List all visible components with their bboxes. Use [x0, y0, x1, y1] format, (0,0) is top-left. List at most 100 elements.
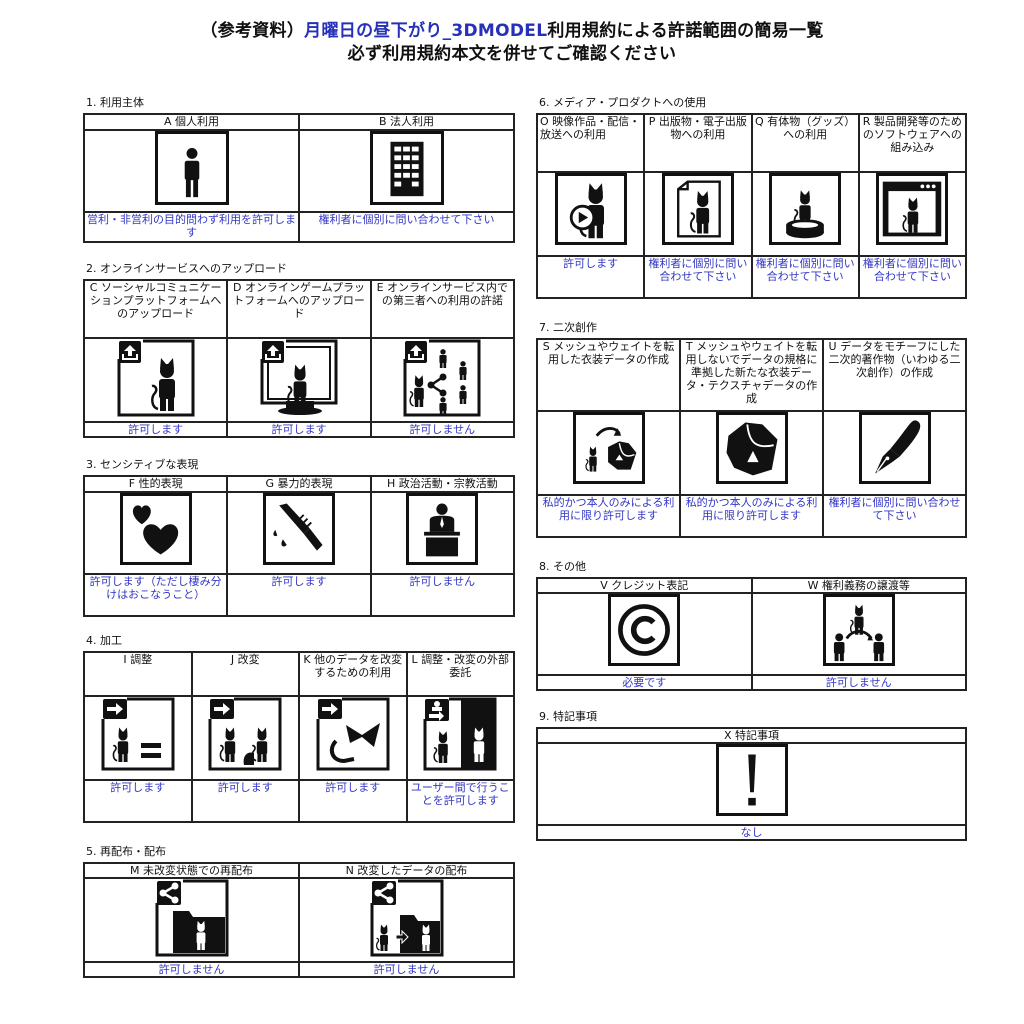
item-label-K: K 他のデータを改変するための利用 [298, 651, 408, 697]
section-processing: 4. 加工 I 調整 J 改変 K 他のデータを改変するための利用 L 調整・改… [83, 634, 515, 823]
item-result-B: 権利者に個別に問い合わせて下さい [298, 211, 515, 243]
software-window-icon [876, 173, 949, 245]
section-redistribution: 5. 再配布・配布 M 未改変状態での再配布 N 改変したデータの配布 許可しま… [83, 845, 515, 978]
item-result-W: 許可しません [750, 674, 967, 691]
permission-table: O 映像作品・配信・放送への利用 P 出版物・電子出版物への利用 Q 有体物（グ… [535, 113, 968, 299]
upload-share-icon [403, 339, 482, 417]
permission-table: V クレジット表記 W 権利義務の譲渡等 必要です 許可しません [536, 577, 967, 691]
permission-table: C ソーシャルコミュニケーションプラットフォームへのアップロード D オンライン… [82, 279, 516, 438]
video-play-icon [554, 173, 627, 245]
item-result-N: 許可しません [298, 961, 515, 978]
item-result-Q: 権利者に個別に問い合わせて下さい [750, 255, 860, 299]
section-title: 6. メディア・プロダクトへの使用 [539, 96, 707, 109]
item-label-R: R 製品開発等のためのソフトウェアへの組み込み [857, 113, 968, 173]
title-line: （参考資料）月曜日の昼下がり_3DMODEL利用規約による許諾範囲の簡易一覧 [0, 20, 1024, 43]
title-highlight: 月曜日の昼下がり_3DMODEL [304, 21, 548, 41]
parts-reuse-icon [315, 697, 390, 771]
section-title: 7. 二次創作 [539, 321, 597, 334]
title-prefix: （参考資料） [200, 21, 305, 41]
item-label-P: P 出版物・電子出版物への利用 [643, 113, 753, 173]
section-title: 1. 利用主体 [86, 96, 144, 109]
transfer-rights-icon [822, 594, 895, 666]
section-title: 9. 特記事項 [539, 710, 597, 723]
item-result-F: 許可します（ただし棲み分けはおこなうこと） [82, 573, 229, 617]
item-result-I: 許可します [83, 779, 193, 823]
item-result-O: 許可します [535, 255, 646, 299]
section-other: 8. その他 V クレジット表記 W 権利義務の譲渡等 必要です 許可しません [536, 560, 967, 691]
item-result-E: 許可しません [369, 421, 516, 438]
item-result-M: 許可しません [83, 961, 300, 978]
outsource-icon [423, 697, 498, 771]
item-label-F: F 性的表現 [82, 475, 229, 493]
figure-goods-icon [769, 173, 842, 245]
page-title: （参考資料）月曜日の昼下がり_3DMODEL利用規約による許諾範囲の簡易一覧 必… [0, 20, 1024, 66]
share-modified-icon [369, 879, 444, 957]
item-label-B: B 法人利用 [298, 113, 515, 131]
item-result-A: 営利・非営利の目的問わず利用を許可します [83, 211, 300, 243]
item-result-P: 権利者に個別に問い合わせて下さい [643, 255, 753, 299]
item-label-T: T メッシュやウェイトを転用しないでデータの規格に準拠した新たな衣装データ・テク… [679, 338, 824, 412]
subtitle: 必ず利用規約本文を併せてご確認ください [347, 44, 677, 64]
section-online-upload: 2. オンラインサービスへのアップロード C ソーシャルコミュニケーションプラッ… [82, 262, 516, 438]
pen-nib-icon [858, 412, 931, 484]
item-result-G: 許可します [226, 573, 372, 617]
item-result-H: 許可しません [369, 573, 516, 617]
item-label-L: L 調整・改変の外部委託 [405, 651, 515, 697]
item-label-J: J 改変 [190, 651, 300, 697]
item-label-W: W 権利義務の譲渡等 [750, 577, 967, 594]
section-sensitive-expression: 3. センシティブな表現 F 性的表現 G 暴力的表現 H 政治活動・宗教活動 … [82, 458, 516, 617]
item-result-X: なし [536, 824, 967, 841]
item-result-V: 必要です [536, 674, 753, 691]
item-result-K: 許可します [298, 779, 408, 823]
building-icon [369, 131, 444, 205]
permission-table: A 個人利用 B 法人利用 営利・非営利の目的問わず利用を許可します 権利者に個… [83, 113, 515, 243]
section-media-product: 6. メディア・プロダクトへの使用 O 映像作品・配信・放送への利用 P 出版物… [535, 96, 968, 299]
item-result-C: 許可します [82, 421, 229, 438]
costume-icon [715, 412, 788, 484]
section-usage-subject: 1. 利用主体 A 個人利用 B 法人利用 営利・非営利の目的問わず利用を許可し… [83, 96, 515, 243]
item-label-S: S メッシュやウェイトを転用した衣装データの作成 [536, 338, 681, 412]
copyright-icon [608, 594, 681, 666]
item-label-H: H 政治活動・宗教活動 [369, 475, 516, 493]
section-title: 2. オンラインサービスへのアップロード [86, 262, 287, 275]
permission-table: X 特記事項 なし [536, 727, 967, 841]
costume-transfer-icon [572, 412, 645, 484]
item-label-V: V クレジット表記 [536, 577, 753, 594]
section-special-notes: 9. 特記事項 X 特記事項 なし [536, 710, 967, 841]
item-label-E: E オンラインサービス内での第三者への利用の許諾 [369, 279, 516, 339]
item-label-M: M 未改変状態での再配布 [83, 862, 300, 879]
item-label-D: D オンラインゲームプラットフォームへのアップロード [226, 279, 372, 339]
item-label-A: A 個人利用 [83, 113, 300, 131]
item-result-D: 許可します [226, 421, 372, 438]
permission-table: I 調整 J 改変 K 他のデータを改変するための利用 L 調整・改変の外部委託… [83, 651, 515, 823]
section-title: 8. その他 [539, 560, 586, 573]
permission-table: F 性的表現 G 暴力的表現 H 政治活動・宗教活動 許可します（ただし棲み分け… [82, 475, 516, 617]
upload-game-icon [259, 339, 338, 417]
item-result-U: 権利者に個別に問い合わせて下さい [822, 494, 967, 538]
hearts-icon [119, 493, 192, 565]
adjust-icon [100, 697, 175, 771]
section-title: 4. 加工 [86, 634, 122, 647]
item-label-Q: Q 有体物（グッズ）への利用 [750, 113, 860, 173]
section-derivative-works: 7. 二次創作 S メッシュやウェイトを転用した衣装データの作成 T メッシュや… [536, 321, 967, 538]
item-label-N: N 改変したデータの配布 [298, 862, 515, 879]
knife-icon [262, 493, 335, 565]
item-result-T: 私的かつ本人のみによる利用に限り許可します [679, 494, 824, 538]
upload-avatar-icon [116, 339, 195, 417]
item-label-G: G 暴力的表現 [226, 475, 372, 493]
share-folder-icon [154, 879, 229, 957]
item-label-I: I 調整 [83, 651, 193, 697]
podium-speaker-icon [406, 493, 479, 565]
modify-icon [208, 697, 283, 771]
item-result-R: 権利者に個別に問い合わせて下さい [857, 255, 968, 299]
item-label-C: C ソーシャルコミュニケーションプラットフォームへのアップロード [82, 279, 229, 339]
section-title: 5. 再配布・配布 [86, 845, 166, 858]
publication-icon [661, 173, 734, 245]
item-result-S: 私的かつ本人のみによる利用に限り許可します [536, 494, 681, 538]
permission-table: M 未改変状態での再配布 N 改変したデータの配布 許可しません 許可しません [83, 862, 515, 978]
exclamation-icon [715, 744, 788, 816]
item-result-J: 許可します [190, 779, 300, 823]
permission-table: S メッシュやウェイトを転用した衣装データの作成 T メッシュやウェイトを転用し… [536, 338, 967, 538]
item-label-X: X 特記事項 [536, 727, 967, 744]
section-title: 3. センシティブな表現 [86, 458, 199, 471]
